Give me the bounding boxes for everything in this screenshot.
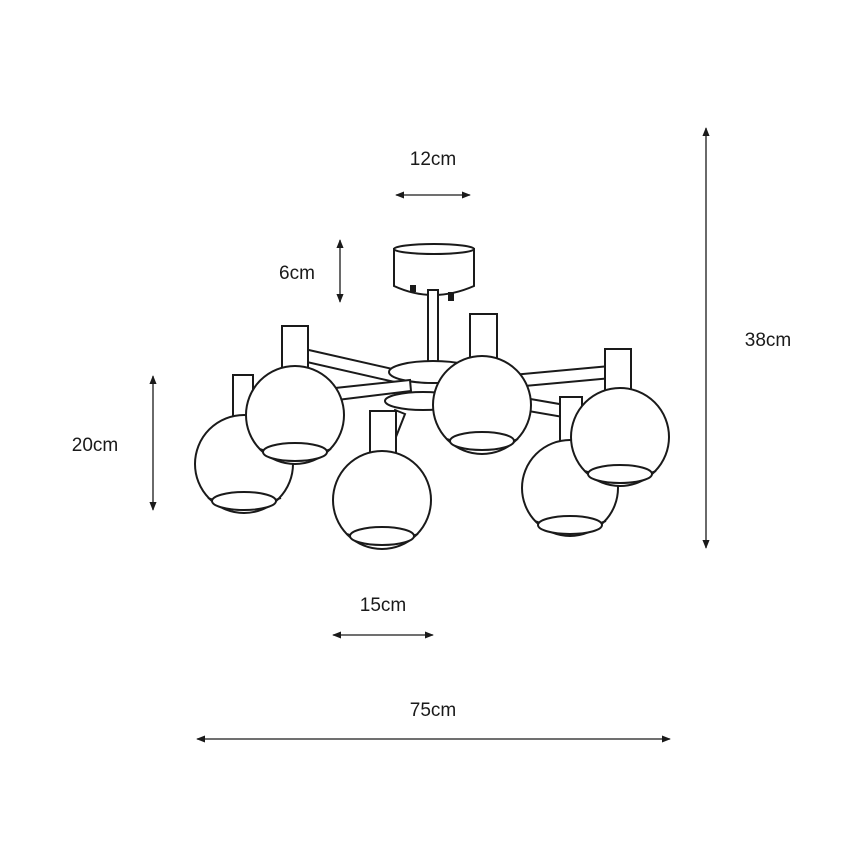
canopy-width-label: 12cm [410,149,456,170]
center-stem [427,289,439,367]
shade-right-upper [570,348,670,487]
shade-left-upper [245,325,345,465]
dimension-canopy-height: 6cm [279,239,344,303]
shade-center-back [432,313,532,455]
canopy-height-label: 6cm [279,263,315,284]
shade-height-label: 20cm [72,435,118,456]
ceiling-canopy [393,243,475,301]
dimension-canopy-width: 12cm [395,149,471,199]
dimension-total-height: 38cm [702,127,791,549]
dimension-total-width: 75cm [196,700,671,743]
dimension-shade-width: 15cm [332,595,434,639]
shade-width-label: 15cm [360,595,406,616]
dimension-shade-height: 20cm [72,375,157,511]
total-width-label: 75cm [410,700,456,721]
shade-center-front [332,410,432,550]
chandelier-illustration [194,243,670,550]
total-height-label: 38cm [745,330,791,351]
